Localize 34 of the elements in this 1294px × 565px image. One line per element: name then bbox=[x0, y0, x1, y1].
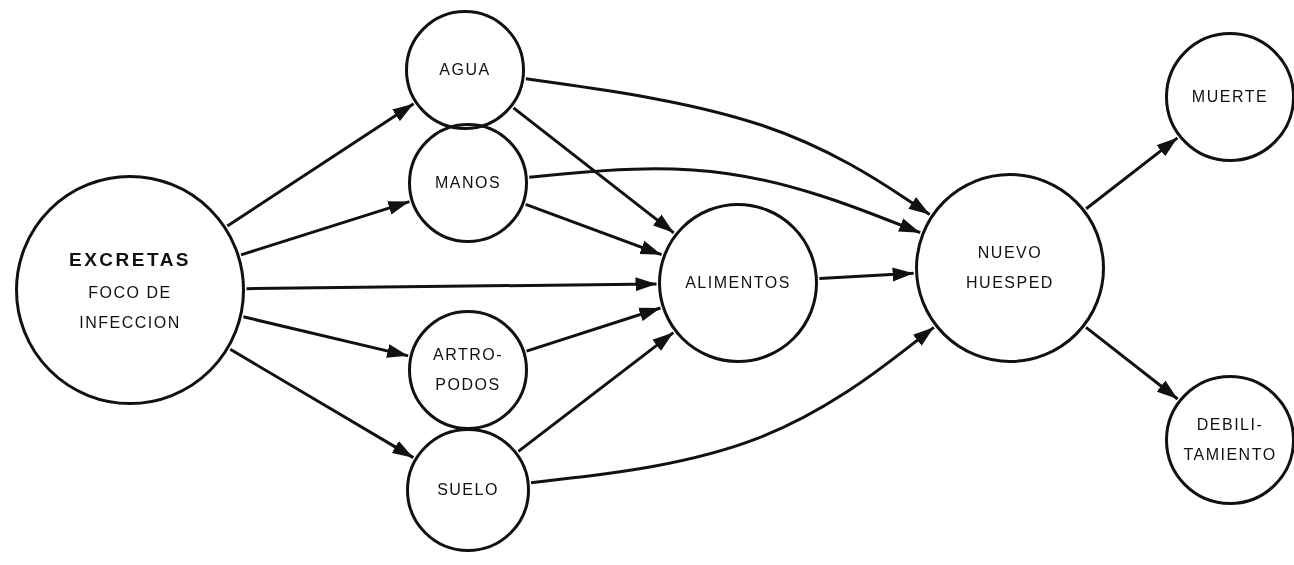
node-circle bbox=[408, 310, 528, 430]
node-circle bbox=[1165, 32, 1294, 162]
node-label: MANOS bbox=[434, 172, 502, 193]
arrow bbox=[819, 267, 914, 282]
arrow bbox=[226, 102, 415, 228]
node-label: NUEVO HUESPED bbox=[965, 242, 1055, 293]
node-circle bbox=[15, 175, 245, 405]
node-label: ARTRO- PODOS bbox=[431, 344, 504, 395]
node-label: EXCRETAS bbox=[68, 247, 192, 272]
arrow bbox=[525, 77, 931, 216]
node-circle bbox=[406, 428, 530, 552]
arrow bbox=[517, 331, 675, 453]
node-circle bbox=[915, 173, 1105, 363]
node-circle bbox=[405, 10, 525, 130]
arrow bbox=[529, 167, 921, 235]
node-label: FOCO DE INFECCION bbox=[78, 282, 182, 334]
arrow bbox=[243, 315, 409, 358]
node-label: DEBILI- TAMIENTO bbox=[1182, 414, 1278, 465]
arrow bbox=[240, 200, 410, 257]
node-label: SUELO bbox=[437, 479, 499, 500]
node-circle bbox=[408, 123, 528, 243]
arrow bbox=[246, 277, 657, 292]
node-label: AGUA bbox=[439, 59, 491, 80]
arrow bbox=[1085, 326, 1179, 401]
arrow bbox=[229, 348, 415, 459]
arrow bbox=[526, 306, 661, 353]
node-circle bbox=[658, 203, 818, 363]
node-label: ALIMENTOS bbox=[685, 272, 791, 293]
node-circle bbox=[1165, 375, 1294, 505]
arrow bbox=[512, 106, 675, 235]
arrow bbox=[525, 202, 663, 257]
arrow bbox=[1085, 136, 1179, 210]
arrow bbox=[530, 326, 935, 485]
node-label: MUERTE bbox=[1191, 86, 1269, 107]
